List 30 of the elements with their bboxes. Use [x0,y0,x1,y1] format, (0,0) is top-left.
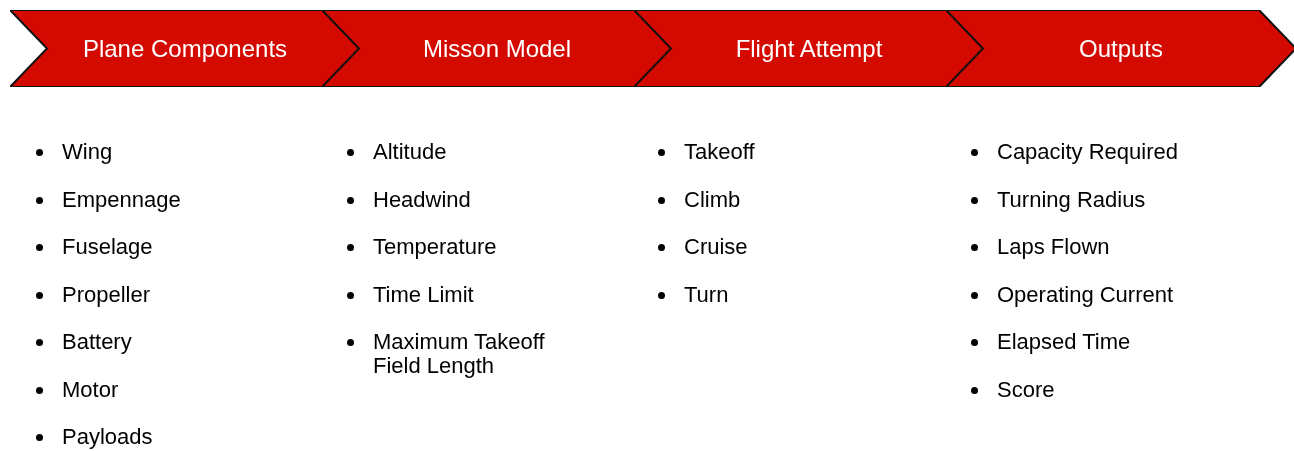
list-item-text: Headwind [373,187,472,212]
list-item-text: Motor [62,377,120,402]
list-item-text: Payloads [62,425,154,449]
list-item-text: Cruise [684,235,749,259]
step-title: Outputs [1078,33,1163,64]
list-item-text: Takeoff [684,140,756,164]
step-title: Misson Model [422,33,572,64]
list-item-text: Laps Flown [997,235,1111,259]
list-item-text: Capacity Required [997,140,1179,164]
list-item-text: Climb [684,187,742,212]
list-item-text: Elapsed Time [997,330,1132,354]
list-item-text: Turn [684,282,730,307]
chevron-step [322,10,672,87]
chevron-step [10,10,360,87]
list-item-text: Altitude [373,140,448,164]
list-item-text: Turning Radius [997,187,1147,212]
list-item-text: Time Limit [373,282,475,307]
list-item-text: Battery [62,330,133,354]
list-item-text: Operating Current [997,282,1175,307]
list-item-text: Fuselage [62,235,154,259]
list-item-text: Temperature [373,235,498,259]
chevron-step [634,10,984,87]
list-item-text: Score [997,377,1056,402]
chevron-step [946,10,1294,87]
step-title: Plane Components [82,33,288,64]
list-item-text: Empennage [62,187,182,212]
list-item-text: Maximum Takeoff Field Length [373,330,546,378]
list-item-text: Wing [62,140,114,164]
list-item-text: Propeller [62,282,152,307]
step-title: Flight Attempt [735,33,883,64]
